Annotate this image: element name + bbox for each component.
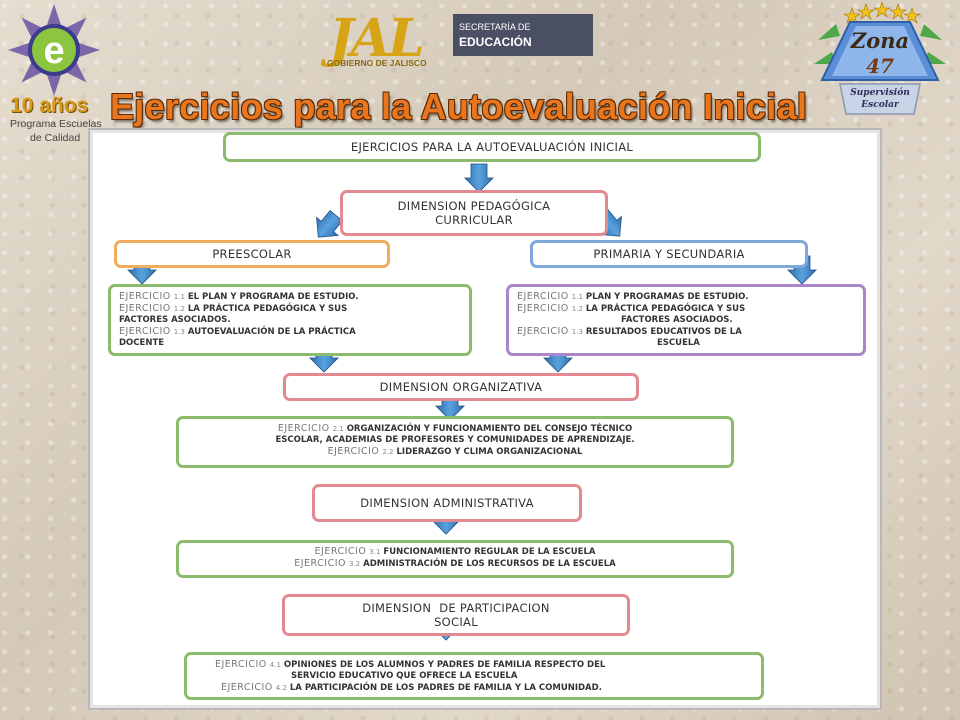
exercise-line: EJERCICIO 1.3 AUTOEVALUACIÓN DE LA PRÁCT… [119,326,356,337]
supervision-line2: Escolar [861,100,899,110]
dim-administrativa-label: DIMENSION ADMINISTRATIVA [360,496,534,510]
organizativa-exercises-box: EJERCICIO 2.1 ORGANIZACIÓN Y FUNCIONAMIE… [176,416,734,468]
dim-pedagogica-line1: DIMENSION PEDAGÓGICA [397,199,551,213]
dim-pedagogica-box: DIMENSION PEDAGÓGICA CURRICULAR [340,190,608,236]
svg-text:e: e [43,30,64,72]
primaria-secundaria-label: PRIMARIA Y SECUNDARIA [593,247,745,261]
zona-47-logo: Zona 47 Supervisión Escolar [810,1,950,124]
preescolar-box: PREESCOLAR [114,240,390,268]
primaria-secundaria-box: PRIMARIA Y SECUNDARIA [530,240,808,268]
dim-administrativa-box: DIMENSION ADMINISTRATIVA [312,484,582,522]
program-name-line1: Programa Escuelas [10,118,102,130]
exercise-line: ESCUELA [657,338,700,348]
exercise-line: EJERCICIO 2.2 LIDERAZGO Y CLIMA ORGANIZA… [327,446,583,457]
secretaria-line1: SECRETARÍA DE [459,22,531,32]
jal-letters: JAL [329,8,425,69]
zona-number: 47 [866,54,894,78]
flow-diagram: EJERCICIOS PARA LA AUTOEVALUACIÓN INICIA… [88,128,882,710]
administrativa-exercises-box: EJERCICIO 3.1 FUNCIONAMIENTO REGULAR DE … [176,540,734,578]
program-name-line2: de Calidad [30,132,81,144]
dim-pedagogica-line2: CURRICULAR [435,213,513,227]
exercise-line: EJERCICIO 4.2 LA PARTICIPACIÓN DE LOS PA… [221,682,602,693]
dim-participacion-line2: SOCIAL [434,615,478,629]
preescolar-label: PREESCOLAR [212,247,292,261]
jal-mark: JAL GOBIERNO DE JALISCO [325,8,453,74]
jal-subtitle: GOBIERNO DE JALISCO [327,58,427,68]
secretaria-line2: EDUCACIÓN [459,35,532,49]
exercise-line: EJERCICIO 1.2 LA PRÁCTICA PEDAGÓGICA Y S… [119,303,348,314]
dim-organizativa-label: DIMENSION ORGANIZATIVA [379,380,543,394]
exercise-line: EJERCICIO 2.1 ORGANIZACIÓN Y FUNCIONAMIE… [277,423,633,434]
exercise-line: ESCOLAR, ACADEMIAS DE PROFESORES Y COMUN… [275,435,635,445]
exercise-line: DOCENTE [119,338,165,348]
exercise-line: EJERCICIO 1.2 LA PRÁCTICA PEDAGÓGICA Y S… [517,303,746,314]
participacion-exercises-box: EJERCICIO 4.1 OPINIONES DE LOS ALUMNOS Y… [184,652,764,700]
arrow-down-icon [464,163,494,193]
zona-emblem-icon [814,1,946,115]
exercise-line: EJERCICIO 3.2 ADMINISTRACIÓN DE LOS RECU… [294,558,616,569]
zona-word: Zona [850,28,910,53]
primaria-exercises-box: EJERCICIO 1.1 PLAN Y PROGRAMAS DE ESTUDI… [506,284,866,356]
anniversary-text: 10 años [10,94,89,117]
exercise-line: EJERCICIO 1.1 EL PLAN Y PROGRAMA DE ESTU… [119,291,359,302]
exercise-line: EJERCICIO 3.1 FUNCIONAMIENTO REGULAR DE … [314,546,596,557]
dim-participacion-line1: DIMENSION DE PARTICIPACION [362,601,550,615]
secretaria-educacion-box: SECRETARÍA DE EDUCACIÓN [453,14,593,56]
exercise-line: EJERCICIO 4.1 OPINIONES DE LOS ALUMNOS Y… [215,659,606,670]
dim-participacion-box: DIMENSION DE PARTICIPACION SOCIAL [282,594,630,636]
supervision-line1: Supervisión [850,88,910,98]
gobierno-jalisco-logo: JAL GOBIERNO DE JALISCO SECRETARÍA DE ED… [325,8,593,74]
root-label: EJERCICIOS PARA LA AUTOEVALUACIÓN INICIA… [350,140,634,154]
exercise-line: EJERCICIO 1.3 RESULTADOS EDUCATIVOS DE L… [517,326,742,337]
stars-icon [842,1,922,24]
exercise-line: FACTORES ASOCIADOS. [119,315,231,325]
root-box: EJERCICIOS PARA LA AUTOEVALUACIÓN INICIA… [223,132,761,162]
programa-escuelas-calidad-logo: e 10 años Programa Escuelas de Calidad [4,2,104,147]
exercise-line: EJERCICIO 1.1 PLAN Y PROGRAMAS DE ESTUDI… [517,291,749,302]
dim-organizativa-box: DIMENSION ORGANIZATIVA [283,373,639,401]
page-title: Ejercicios para la Autoevaluación Inicia… [110,86,808,127]
preescolar-exercises-box: EJERCICIO 1.1 EL PLAN Y PROGRAMA DE ESTU… [108,284,472,356]
exercise-line: SERVICIO EDUCATIVO QUE OFRECE LA ESCUELA [291,671,518,681]
exercise-line: FACTORES ASOCIADOS. [621,315,733,325]
star-e-emblem-icon: e [8,4,100,96]
